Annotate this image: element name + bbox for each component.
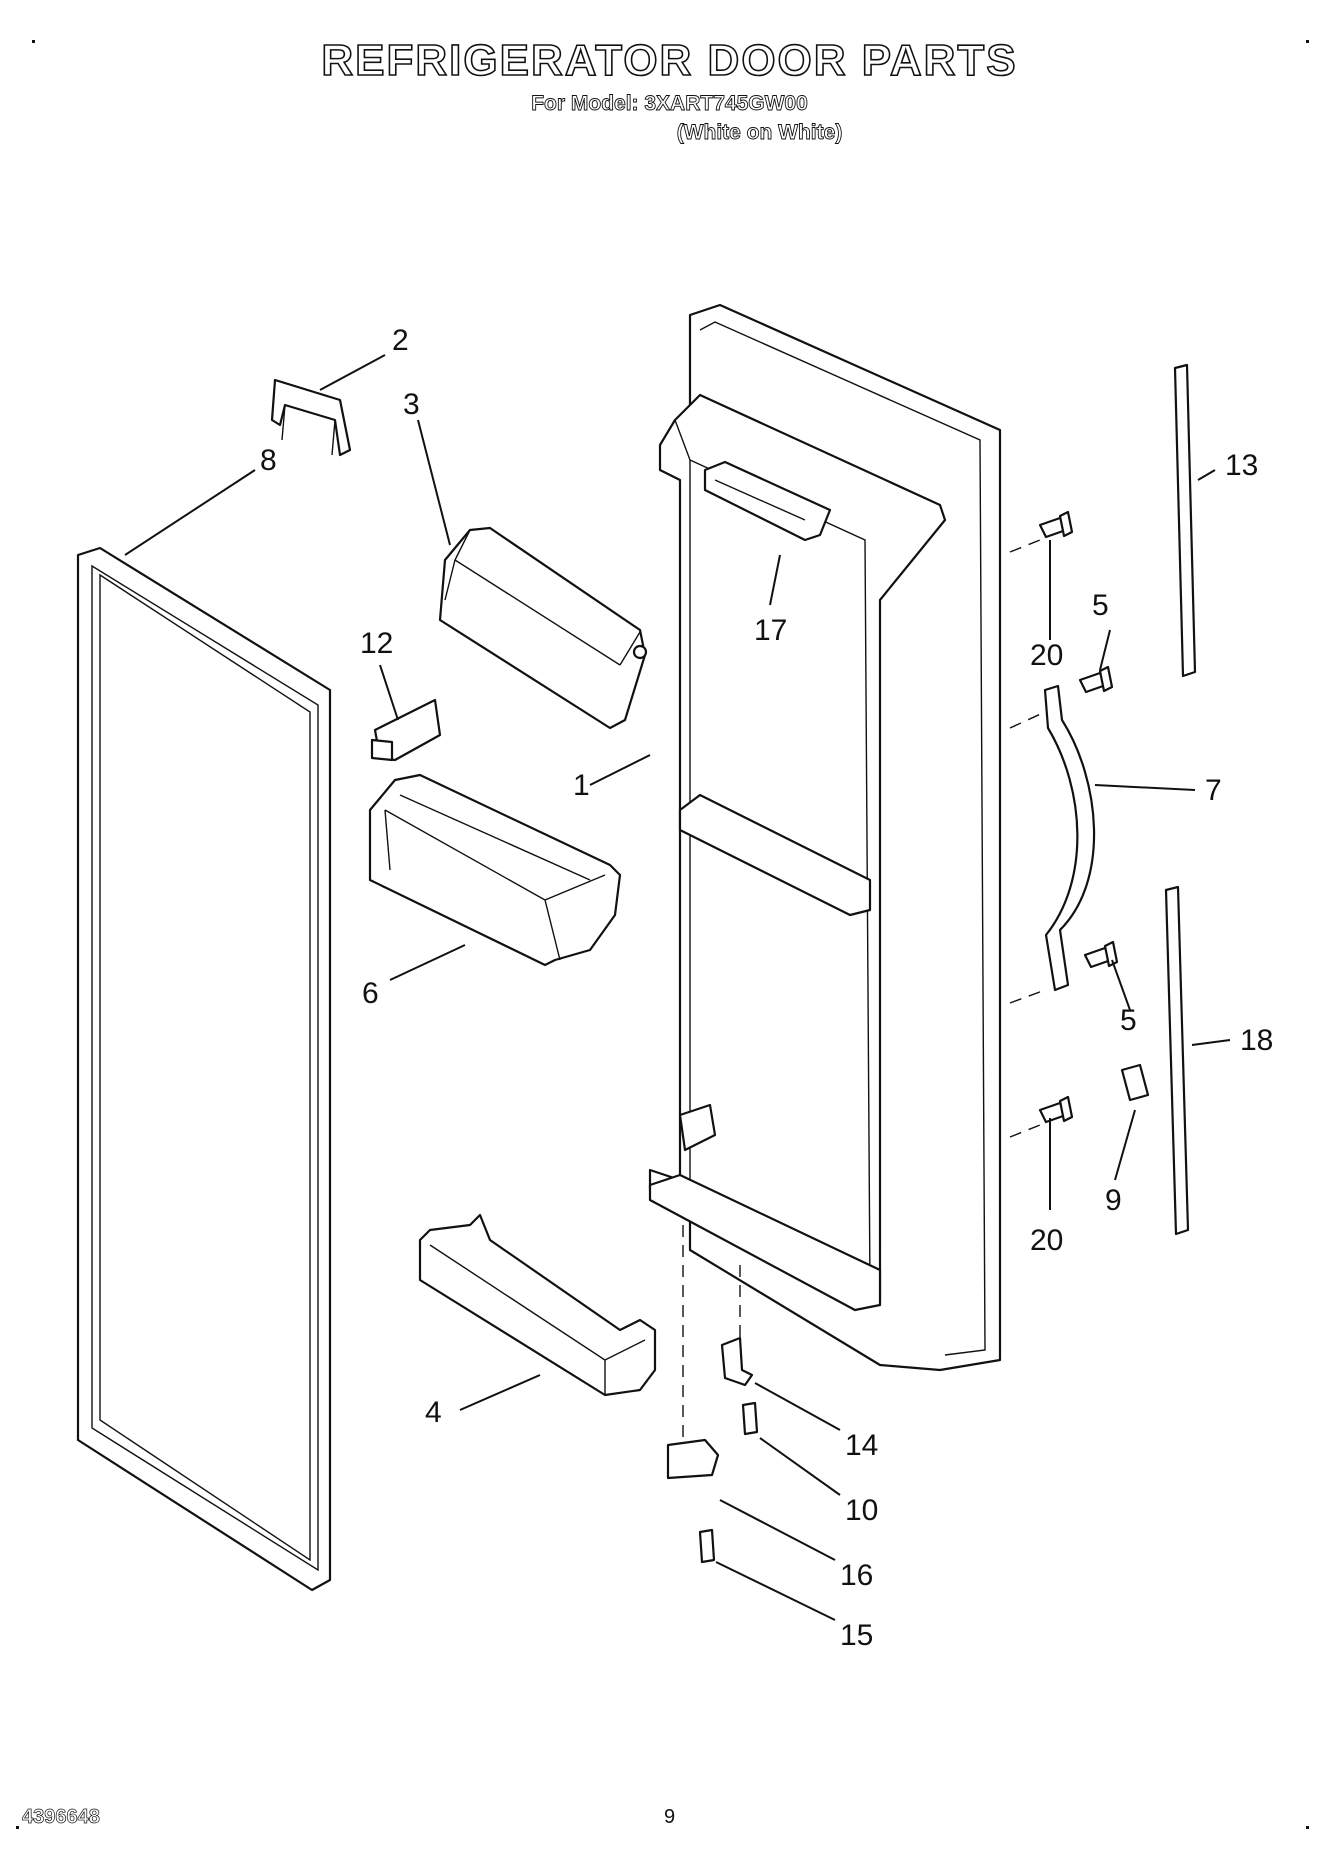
part-5-screw-lower: [1083, 940, 1119, 969]
part-9-clip: [1120, 1063, 1150, 1102]
callout-1: 1: [573, 769, 590, 802]
corner-mark-bottom-left: [16, 1826, 19, 1829]
callout-6: 6: [362, 977, 379, 1010]
part-5-screw-upper: [1078, 665, 1114, 694]
part-20-screw-lower: [1038, 1095, 1074, 1124]
part-12-clip: [370, 698, 442, 762]
part-7-door-handle: [1043, 684, 1096, 992]
part-4-bottom-door-bin: [418, 1213, 657, 1397]
part-14-hinge-pin: [720, 1336, 754, 1387]
part-10-screw: [741, 1401, 759, 1436]
callout-4: 4: [425, 1396, 442, 1429]
callout-16: 16: [840, 1559, 873, 1592]
callout-5-lower: 5: [1120, 1004, 1137, 1037]
callout-5-upper: 5: [1092, 589, 1109, 622]
part-13-trim-strip: [1173, 363, 1197, 678]
variant-line: (White on White): [676, 121, 843, 145]
part-20-screw-upper: [1038, 510, 1074, 539]
callout-3: 3: [403, 388, 420, 421]
part-8-door-gasket: [76, 546, 332, 1592]
part-2-bracket: [270, 378, 352, 457]
callout-8: 8: [260, 444, 277, 477]
callout-20-upper: 20: [1030, 639, 1063, 672]
callout-10: 10: [845, 1494, 878, 1527]
model-line: For Model: 3XART745GW00: [531, 92, 808, 116]
page-number: 9: [664, 1806, 676, 1828]
part-16-hinge: [666, 1438, 720, 1480]
callout-17: 17: [754, 614, 787, 647]
part-3-dairy-door: [438, 526, 648, 730]
corner-mark-top-left: [32, 40, 35, 43]
callout-13: 13: [1225, 449, 1258, 482]
callout-9: 9: [1105, 1184, 1122, 1217]
part-1-door-liner: [648, 303, 1002, 1372]
part-18-trim-strip: [1164, 885, 1190, 1236]
part-15-screw: [698, 1528, 716, 1564]
document-number: 4396648: [22, 1806, 101, 1829]
callout-12: 12: [360, 627, 393, 660]
corner-mark-top-right: [1306, 40, 1309, 43]
leader-lines: [124, 354, 1231, 1621]
callout-7: 7: [1205, 774, 1222, 807]
callout-14: 14: [845, 1429, 878, 1462]
callout-15: 15: [840, 1619, 873, 1652]
callout-2: 2: [392, 324, 409, 357]
corner-mark-bottom-right: [1306, 1826, 1309, 1829]
part-6-door-bin: [368, 773, 622, 967]
callout-20-lower: 20: [1030, 1224, 1063, 1257]
callout-18: 18: [1240, 1024, 1273, 1057]
page-title: REFRIGERATOR DOOR PARTS: [321, 35, 1018, 86]
